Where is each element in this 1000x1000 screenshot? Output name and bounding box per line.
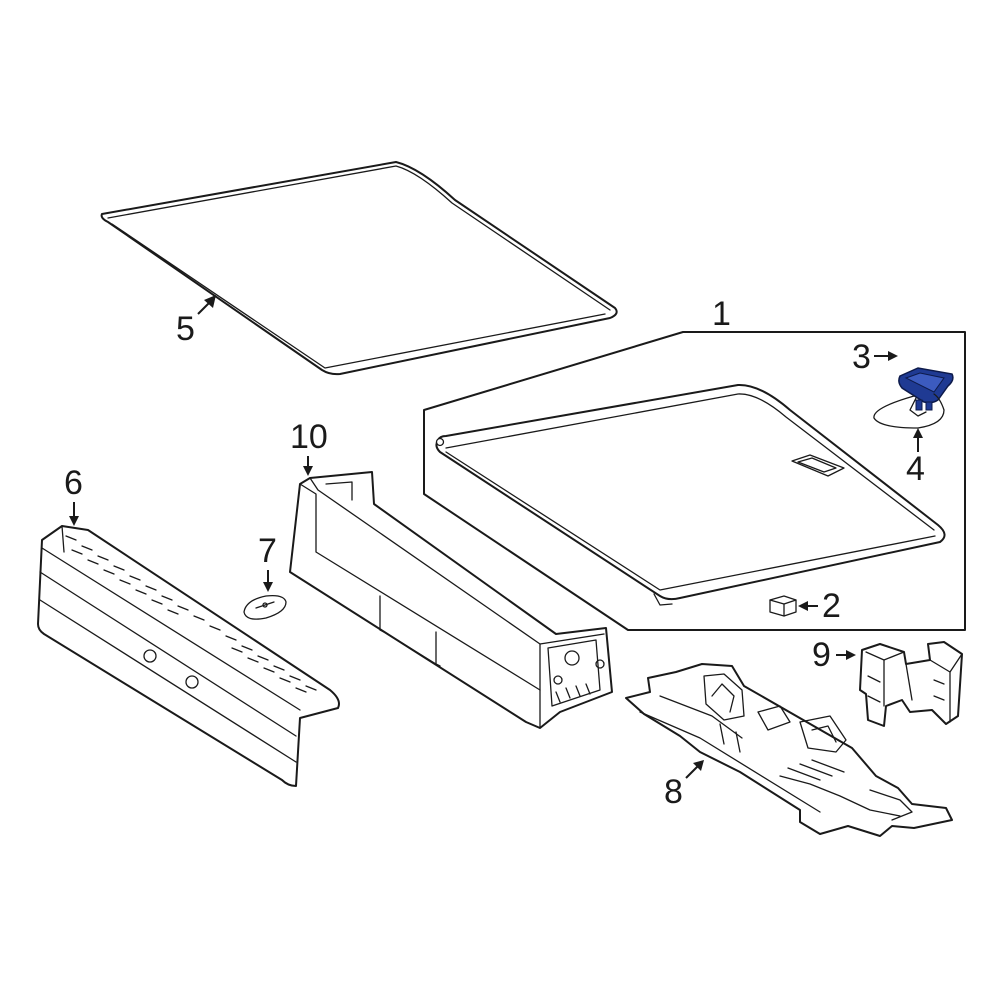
svg-text:6: 6 [64, 464, 83, 502]
callout-3: 3 [852, 338, 898, 376]
part-1-assembly-frame [423, 331, 966, 631]
part-3-handle[interactable] [898, 367, 954, 411]
svg-text:1: 1 [712, 295, 731, 333]
svg-text:2: 2 [822, 587, 841, 625]
callout-1: 1 [712, 295, 731, 333]
part-5-panel[interactable] [100, 161, 618, 376]
callout-8: 8 [664, 760, 704, 811]
callout-5: 5 [176, 295, 216, 348]
svg-text:7: 7 [258, 532, 277, 570]
callout-4: 4 [906, 428, 925, 488]
svg-text:10: 10 [290, 418, 328, 456]
part-9-bracket[interactable] [859, 641, 963, 727]
callout-9: 9 [812, 636, 856, 674]
callout-7: 7 [258, 532, 277, 592]
part-2-clip[interactable] [769, 595, 797, 617]
svg-text:8: 8 [664, 773, 683, 811]
callout-6: 6 [64, 464, 83, 526]
part-6-sill-panel[interactable] [37, 525, 340, 787]
callout-10: 10 [290, 418, 328, 476]
part-7-cap[interactable] [243, 594, 287, 620]
svg-text:3: 3 [852, 338, 871, 376]
vent-slots [65, 535, 317, 693]
svg-text:5: 5 [176, 310, 195, 348]
svg-text:9: 9 [812, 636, 831, 674]
svg-text:4: 4 [906, 450, 925, 488]
part-1-floor-panel[interactable] [435, 383, 946, 606]
part-10-storage-box[interactable] [289, 471, 613, 729]
callout-2: 2 [798, 587, 841, 625]
part-8-tray[interactable] [625, 663, 953, 837]
